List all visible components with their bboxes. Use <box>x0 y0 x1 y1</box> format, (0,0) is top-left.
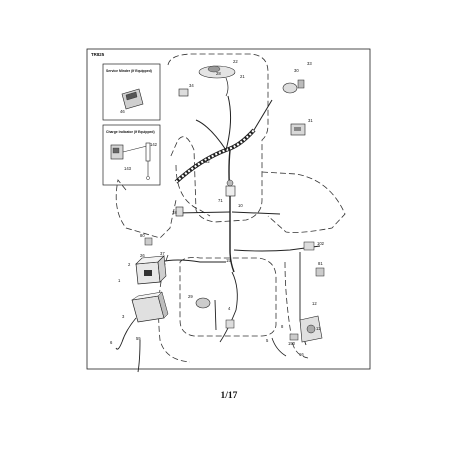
chassis-outline <box>115 53 346 363</box>
charge-indicator-title: Charge Indicator (If Equipped) <box>106 130 155 134</box>
callout-143: 143 <box>124 166 132 171</box>
callout-21: 21 <box>240 74 245 79</box>
main-wire-harness <box>159 95 321 346</box>
diagram-frame <box>86 48 371 370</box>
callout-16: 16 <box>299 352 304 357</box>
callout-34: 34 <box>189 83 194 88</box>
callout-22: 22 <box>233 59 238 64</box>
service-minder-icon <box>121 88 144 110</box>
charge-indicator-inset: Charge Indicator (If Equipped) 142 143 <box>102 124 161 186</box>
seat-switch <box>225 319 235 329</box>
callout-2: 2 <box>128 262 131 267</box>
callout-55: 55 <box>136 336 141 341</box>
callout-3: 3 <box>122 314 125 319</box>
service-minder-title: Service Minder (If Equipped) <box>106 69 152 73</box>
starter-assembly <box>289 315 323 343</box>
callout-11: 11 <box>316 326 321 331</box>
ignition-switch <box>198 65 236 97</box>
battery <box>135 255 167 285</box>
callout-71: 71 <box>218 198 223 203</box>
callout-18: 18 <box>172 210 177 215</box>
callout-150: 150 <box>288 341 296 346</box>
callout-33: 33 <box>307 61 312 66</box>
service-minder-inset: Service Minder (If Equipped) 46 <box>102 63 161 121</box>
callout-12: 12 <box>312 301 317 306</box>
ground-wire <box>271 337 287 357</box>
callout-4: 4 <box>228 306 231 311</box>
page-number: 1/17 <box>221 391 238 401</box>
callout-29: 29 <box>188 294 193 299</box>
callout-30: 30 <box>294 68 299 73</box>
callout-37: 37 <box>160 251 165 256</box>
callout-10: 10 <box>238 203 243 208</box>
pto-switch <box>282 79 305 94</box>
callout-8: 8 <box>281 324 284 329</box>
battery-tray <box>131 291 169 323</box>
callout-6: 6 <box>110 340 113 345</box>
callout-102: 102 <box>317 241 325 246</box>
callout-80: 80 <box>140 233 145 238</box>
drawing-code: TR825 <box>91 52 105 57</box>
battery-cables <box>115 317 141 373</box>
callout-26: 26 <box>140 253 145 258</box>
callout-15: 15 <box>226 258 231 263</box>
callout-46: 46 <box>120 109 125 114</box>
solenoid-29 <box>195 297 211 309</box>
callout-32: 32 <box>205 159 210 164</box>
callout-31: 31 <box>308 118 313 123</box>
callouts: 22 28 21 34 30 33 32 31 18 71 10 37 2 26… <box>110 59 325 357</box>
switch-80 <box>144 237 153 246</box>
engine-connector-102 <box>303 241 325 277</box>
fuse-block <box>225 179 236 197</box>
callout-142: 142 <box>150 142 158 147</box>
callout-28: 28 <box>216 71 221 76</box>
relay-31 <box>290 123 306 136</box>
callout-5: 5 <box>266 338 269 343</box>
callout-81: 81 <box>318 261 323 266</box>
connector-18 <box>175 206 184 217</box>
charge-indicator-icon <box>110 142 151 180</box>
connector-34 <box>178 88 189 97</box>
callout-1: 1 <box>118 278 121 283</box>
